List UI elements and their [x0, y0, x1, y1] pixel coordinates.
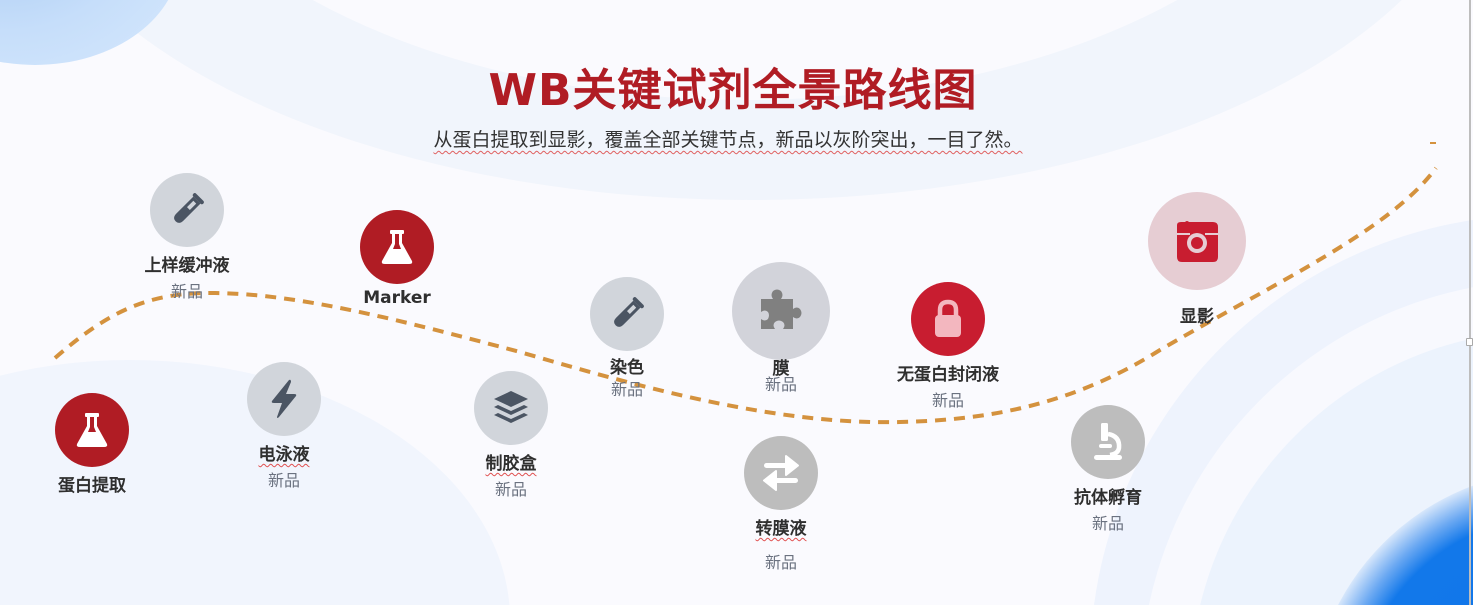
node-gel-casting-box[interactable]: 制胶盒 新品: [461, 371, 561, 500]
new-product-tag: 新品: [1091, 514, 1124, 533]
transfer-arrows-icon: [763, 455, 799, 491]
node-antibody-incubation[interactable]: 抗体孵育 新品: [1058, 405, 1158, 534]
layers-icon: [494, 391, 528, 423]
node-circle: [247, 362, 321, 436]
node-transfer-buffer[interactable]: 转膜液 新品: [731, 436, 831, 573]
flask-icon: [76, 413, 108, 447]
node-label: 抗体孵育: [1074, 488, 1142, 508]
node-membrane[interactable]: 膜 新品: [731, 262, 831, 394]
node-label: 转膜液: [755, 519, 807, 539]
node-label: 蛋白提取: [58, 476, 126, 496]
puzzle-icon: [761, 289, 802, 329]
node-circle: [150, 173, 224, 247]
node-protein-extraction[interactable]: 蛋白提取: [42, 393, 142, 496]
flask-icon: [381, 230, 413, 264]
test-tube-icon: [614, 297, 644, 327]
lightning-icon: [271, 379, 297, 418]
node-marker[interactable]: Marker: [352, 210, 442, 308]
node-detection[interactable]: 显影: [1147, 192, 1247, 327]
node-label: 上样缓冲液: [144, 256, 230, 276]
node-circle: [55, 393, 129, 467]
node-label: Marker: [363, 288, 431, 308]
microscope-icon: [1094, 423, 1122, 460]
new-product-tag: 新品: [764, 553, 797, 572]
node-circle: [1148, 192, 1246, 290]
new-product-tag: 新品: [931, 391, 964, 410]
node-circle: [744, 436, 818, 510]
node-circle: [360, 210, 434, 284]
window-edge: [1469, 0, 1471, 605]
node-label: 染色: [610, 358, 644, 378]
node-staining[interactable]: 染色 新品: [577, 277, 677, 400]
node-label: 无蛋白封闭液: [897, 365, 999, 385]
node-label: 膜: [772, 359, 790, 379]
node-circle: [911, 282, 985, 356]
node-label: 电泳液: [258, 445, 310, 465]
test-tube-icon: [174, 193, 204, 223]
new-product-tag: 新品: [494, 480, 527, 499]
node-circle: [590, 277, 664, 351]
lock-icon: [935, 299, 961, 337]
node-label: 显影: [1180, 307, 1214, 327]
node-circle: [474, 371, 548, 445]
page-title: WB关键试剂全景路线图: [488, 65, 978, 116]
node-protein-free-blocking[interactable]: 无蛋白封闭液 新品: [878, 282, 1018, 411]
resize-handle[interactable]: [1466, 338, 1473, 346]
node-electrophoresis-buffer[interactable]: 电泳液 新品: [234, 362, 334, 491]
new-product-tag: 新品: [764, 375, 797, 394]
camera-icon: [1177, 221, 1218, 262]
node-loading-buffer[interactable]: 上样缓冲液 新品: [127, 173, 247, 302]
node-circle: [1071, 405, 1145, 479]
new-product-tag: 新品: [610, 380, 643, 399]
new-product-tag: 新品: [170, 282, 203, 301]
node-label: 制胶盒: [485, 454, 537, 474]
page-subtitle: 从蛋白提取到显影，覆盖全部关键节点，新品以灰阶突出，一目了然。: [433, 129, 1023, 151]
node-circle: [732, 262, 830, 360]
new-product-tag: 新品: [267, 471, 300, 490]
